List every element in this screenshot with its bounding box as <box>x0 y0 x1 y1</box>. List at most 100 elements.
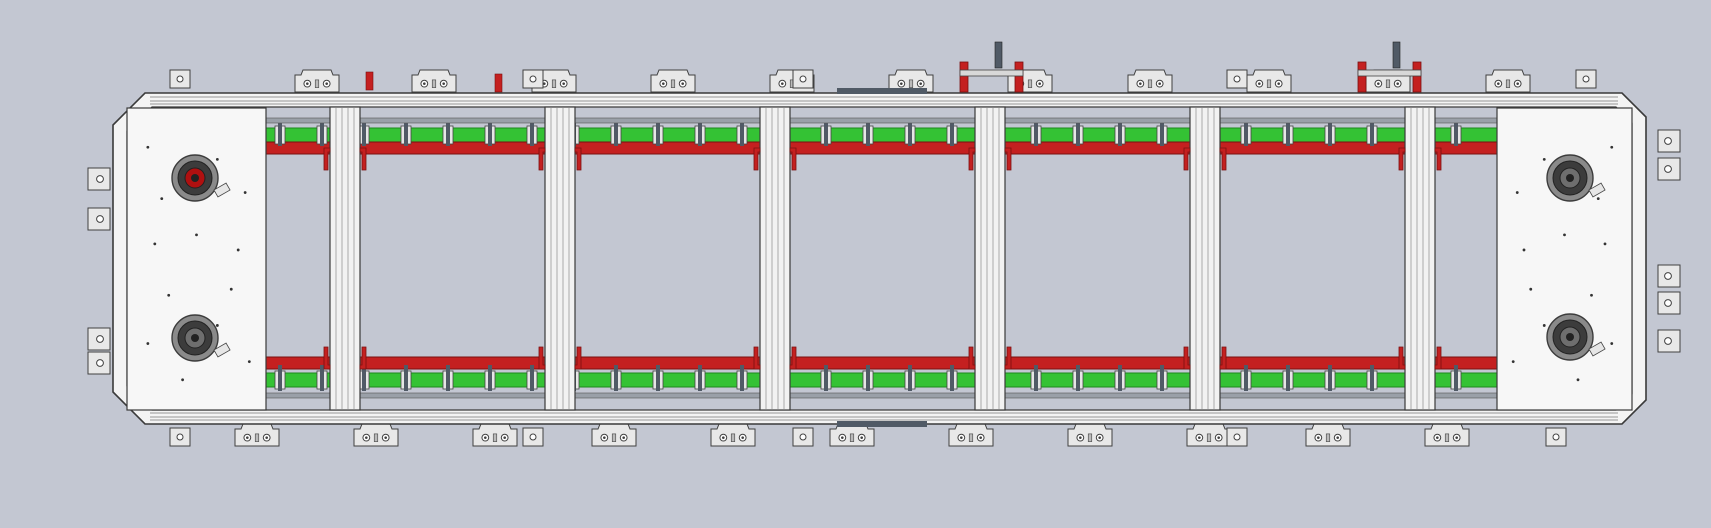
guide-rod <box>259 117 1501 124</box>
locating-pin <box>494 73 503 93</box>
rail-clamp-pin <box>404 120 408 146</box>
corner-fitting <box>1434 346 1442 370</box>
bracket-slot <box>730 433 736 442</box>
bolt-center <box>1217 436 1220 439</box>
bracket-slot <box>551 79 557 88</box>
bearing-icon <box>1546 154 1606 202</box>
bolt-center <box>900 82 903 85</box>
bolt-center <box>1317 436 1320 439</box>
rail-clamp-pin <box>1244 365 1248 391</box>
rail-clamp-pin <box>1076 120 1080 146</box>
rail-clamp-pin <box>362 365 366 391</box>
crossbar-body <box>974 106 1006 411</box>
side-bracket-hole <box>96 175 104 183</box>
side-bracket-hole <box>1664 299 1672 307</box>
side-bracket-hole <box>96 335 104 343</box>
tab-hole <box>1233 433 1241 441</box>
mounting-bracket <box>948 423 994 447</box>
plate-hole <box>1542 157 1546 161</box>
bracket-slot <box>1087 433 1093 442</box>
rail-clamp-pin <box>1328 365 1332 391</box>
bolt-center <box>1277 82 1280 85</box>
mounting-bracket <box>888 69 934 93</box>
bolt-center <box>1098 436 1101 439</box>
plate-hole <box>1610 145 1614 149</box>
mounting-bracket <box>1127 69 1173 93</box>
end-plate-body <box>1496 107 1633 411</box>
plate-hole <box>167 293 171 297</box>
bolt-center <box>365 436 368 439</box>
bolt-center <box>1436 436 1439 439</box>
bearing-shaft <box>1566 174 1574 182</box>
bracket-slot <box>373 433 379 442</box>
frame-layer <box>112 92 1647 425</box>
bolt-center <box>1377 82 1380 85</box>
rail-clamp-pin <box>320 365 324 391</box>
detail-layer <box>171 41 1606 427</box>
plate-hole <box>1610 342 1614 345</box>
bearing-clamp <box>213 182 231 198</box>
bolt-center <box>1516 82 1519 85</box>
bracket-slot <box>670 79 676 88</box>
corner-fitting <box>574 346 582 370</box>
bearing-clamp <box>1588 341 1606 357</box>
mounting-bracket <box>1424 423 1470 447</box>
bolt-center <box>1139 82 1142 85</box>
rail-clamp-pin <box>488 120 492 146</box>
rail-clamp-pin <box>740 120 744 146</box>
crossbar-icon <box>753 106 797 411</box>
bolt-center <box>442 82 445 85</box>
corner-fitting <box>574 147 582 171</box>
bolt-center <box>722 436 725 439</box>
plate-hole <box>1522 248 1526 252</box>
rail-clamp-pin <box>530 365 534 391</box>
mounting-bracket <box>1067 423 1113 447</box>
rail-clamp-pin <box>1076 365 1080 391</box>
rail-clamp-pin <box>698 365 702 391</box>
plate-hole <box>1542 324 1546 327</box>
bolt-center <box>979 436 982 439</box>
rail-clamp-pin <box>614 365 618 391</box>
rail-clamp-pin <box>950 365 954 391</box>
side-bracket-hole <box>1664 272 1672 280</box>
bolt-center <box>246 436 249 439</box>
mounting-bracket <box>353 423 399 447</box>
actuator-handle <box>1392 41 1401 69</box>
rail-clamp-pin <box>1286 120 1290 146</box>
bolt-center <box>781 82 784 85</box>
corner-fitting <box>538 346 546 370</box>
crossbar-body <box>329 106 361 411</box>
corner-fitting <box>1004 147 1012 171</box>
bracket-slot <box>492 433 498 442</box>
bolt-center <box>543 82 546 85</box>
rail-clamp-pin <box>1034 365 1038 391</box>
rail-clamp-pin <box>1454 120 1458 146</box>
plate-hole <box>1576 378 1580 382</box>
side-bracket-hole <box>1664 165 1672 173</box>
bolt-center <box>622 436 625 439</box>
bearing-shaft <box>191 334 199 342</box>
rail-clamp-pin <box>1370 365 1374 391</box>
bolt-center <box>919 82 922 85</box>
slider-bar <box>837 421 927 427</box>
bolt-center <box>384 436 387 439</box>
bolt-center <box>960 436 963 439</box>
plate-hole <box>146 145 150 149</box>
tab-hole <box>1552 433 1560 441</box>
rail-clamp-pin <box>824 120 828 146</box>
bolt-center <box>741 436 744 439</box>
crossbar-body <box>544 106 576 411</box>
bolt-center <box>1455 436 1458 439</box>
rail-clamp-pin <box>278 120 282 146</box>
bearing-shaft <box>1566 333 1574 341</box>
guide-rod <box>259 392 1501 399</box>
rail-clamp-pin <box>824 365 828 391</box>
plate-hole <box>1529 287 1533 291</box>
rail-clamp-pin <box>1118 365 1122 391</box>
tab-hole <box>176 75 184 83</box>
bracket-slot <box>849 433 855 442</box>
plate-hole <box>153 242 157 246</box>
corner-fitting <box>753 346 761 370</box>
